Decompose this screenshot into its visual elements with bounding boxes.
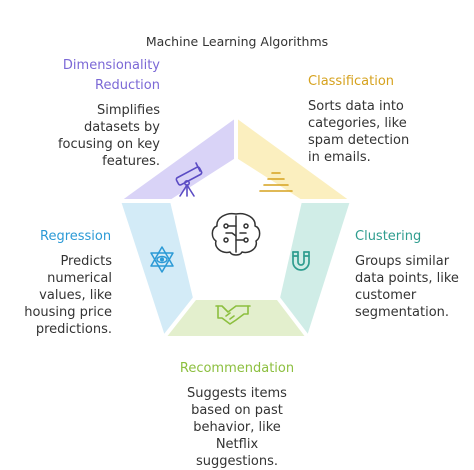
desc-line: categories, like	[308, 116, 407, 131]
magnet-icon	[292, 251, 310, 271]
desc-line: suggestions.	[195, 454, 279, 469]
desc-line: behavior, like	[193, 420, 281, 435]
recommendation-title: Recommendation	[179, 361, 295, 376]
desc-line: values, like	[39, 288, 112, 303]
layers-icon	[259, 172, 293, 192]
regression-title: Regression	[40, 229, 112, 244]
desc-line: spam detection	[308, 133, 410, 148]
desc-line: predictions.	[35, 322, 112, 337]
recommendation-description: Suggests items based on past behavior, l…	[137, 385, 337, 470]
desc-line: housing price	[24, 305, 112, 320]
desc-line: in emails.	[308, 150, 371, 165]
clustering-title: Clustering	[355, 229, 422, 244]
desc-line: Suggests items	[187, 386, 287, 401]
desc-line: Simplifies	[97, 103, 160, 118]
desc-line: based on past	[191, 403, 283, 418]
dimensionality-title: Dimensionality Reduction	[40, 56, 160, 96]
segment-classification	[236, 118, 350, 201]
classification-description: Sorts data into categories, like spam de…	[308, 98, 458, 166]
desc-line: segmentation.	[355, 305, 450, 320]
desc-line: data points, like	[355, 271, 459, 286]
desc-line: datasets by	[83, 120, 160, 135]
classification-title: Classification	[308, 74, 395, 89]
desc-line: Netflix	[215, 437, 259, 452]
clustering-description: Groups similar data points, like custome…	[355, 253, 470, 321]
desc-line: Predicts	[60, 254, 112, 269]
segment-regression	[121, 201, 195, 336]
dimensionality-description: Simplifies datasets by focusing on key f…	[40, 102, 160, 170]
telescope-icon	[175, 162, 203, 197]
brain-icon	[211, 212, 261, 256]
segment-dimensionality	[121, 118, 236, 201]
desc-line: customer	[355, 288, 417, 303]
segment-recommendation	[165, 298, 307, 336]
star-eye-icon	[150, 246, 174, 273]
desc-line: focusing on key	[57, 137, 160, 152]
desc-line: Groups similar	[355, 254, 450, 269]
regression-description: Predicts numerical values, like housing …	[2, 253, 112, 338]
dimensionality-title-line: Dimensionality	[62, 58, 160, 73]
dimensionality-title-line: Reduction	[95, 78, 160, 93]
desc-line: Sorts data into	[308, 99, 404, 114]
desc-line: numerical	[47, 271, 112, 286]
segment-clustering	[278, 201, 350, 336]
desc-line: features.	[102, 154, 160, 169]
diagram-title: Machine Learning Algorithms	[145, 34, 329, 49]
handshake-icon	[215, 305, 251, 325]
